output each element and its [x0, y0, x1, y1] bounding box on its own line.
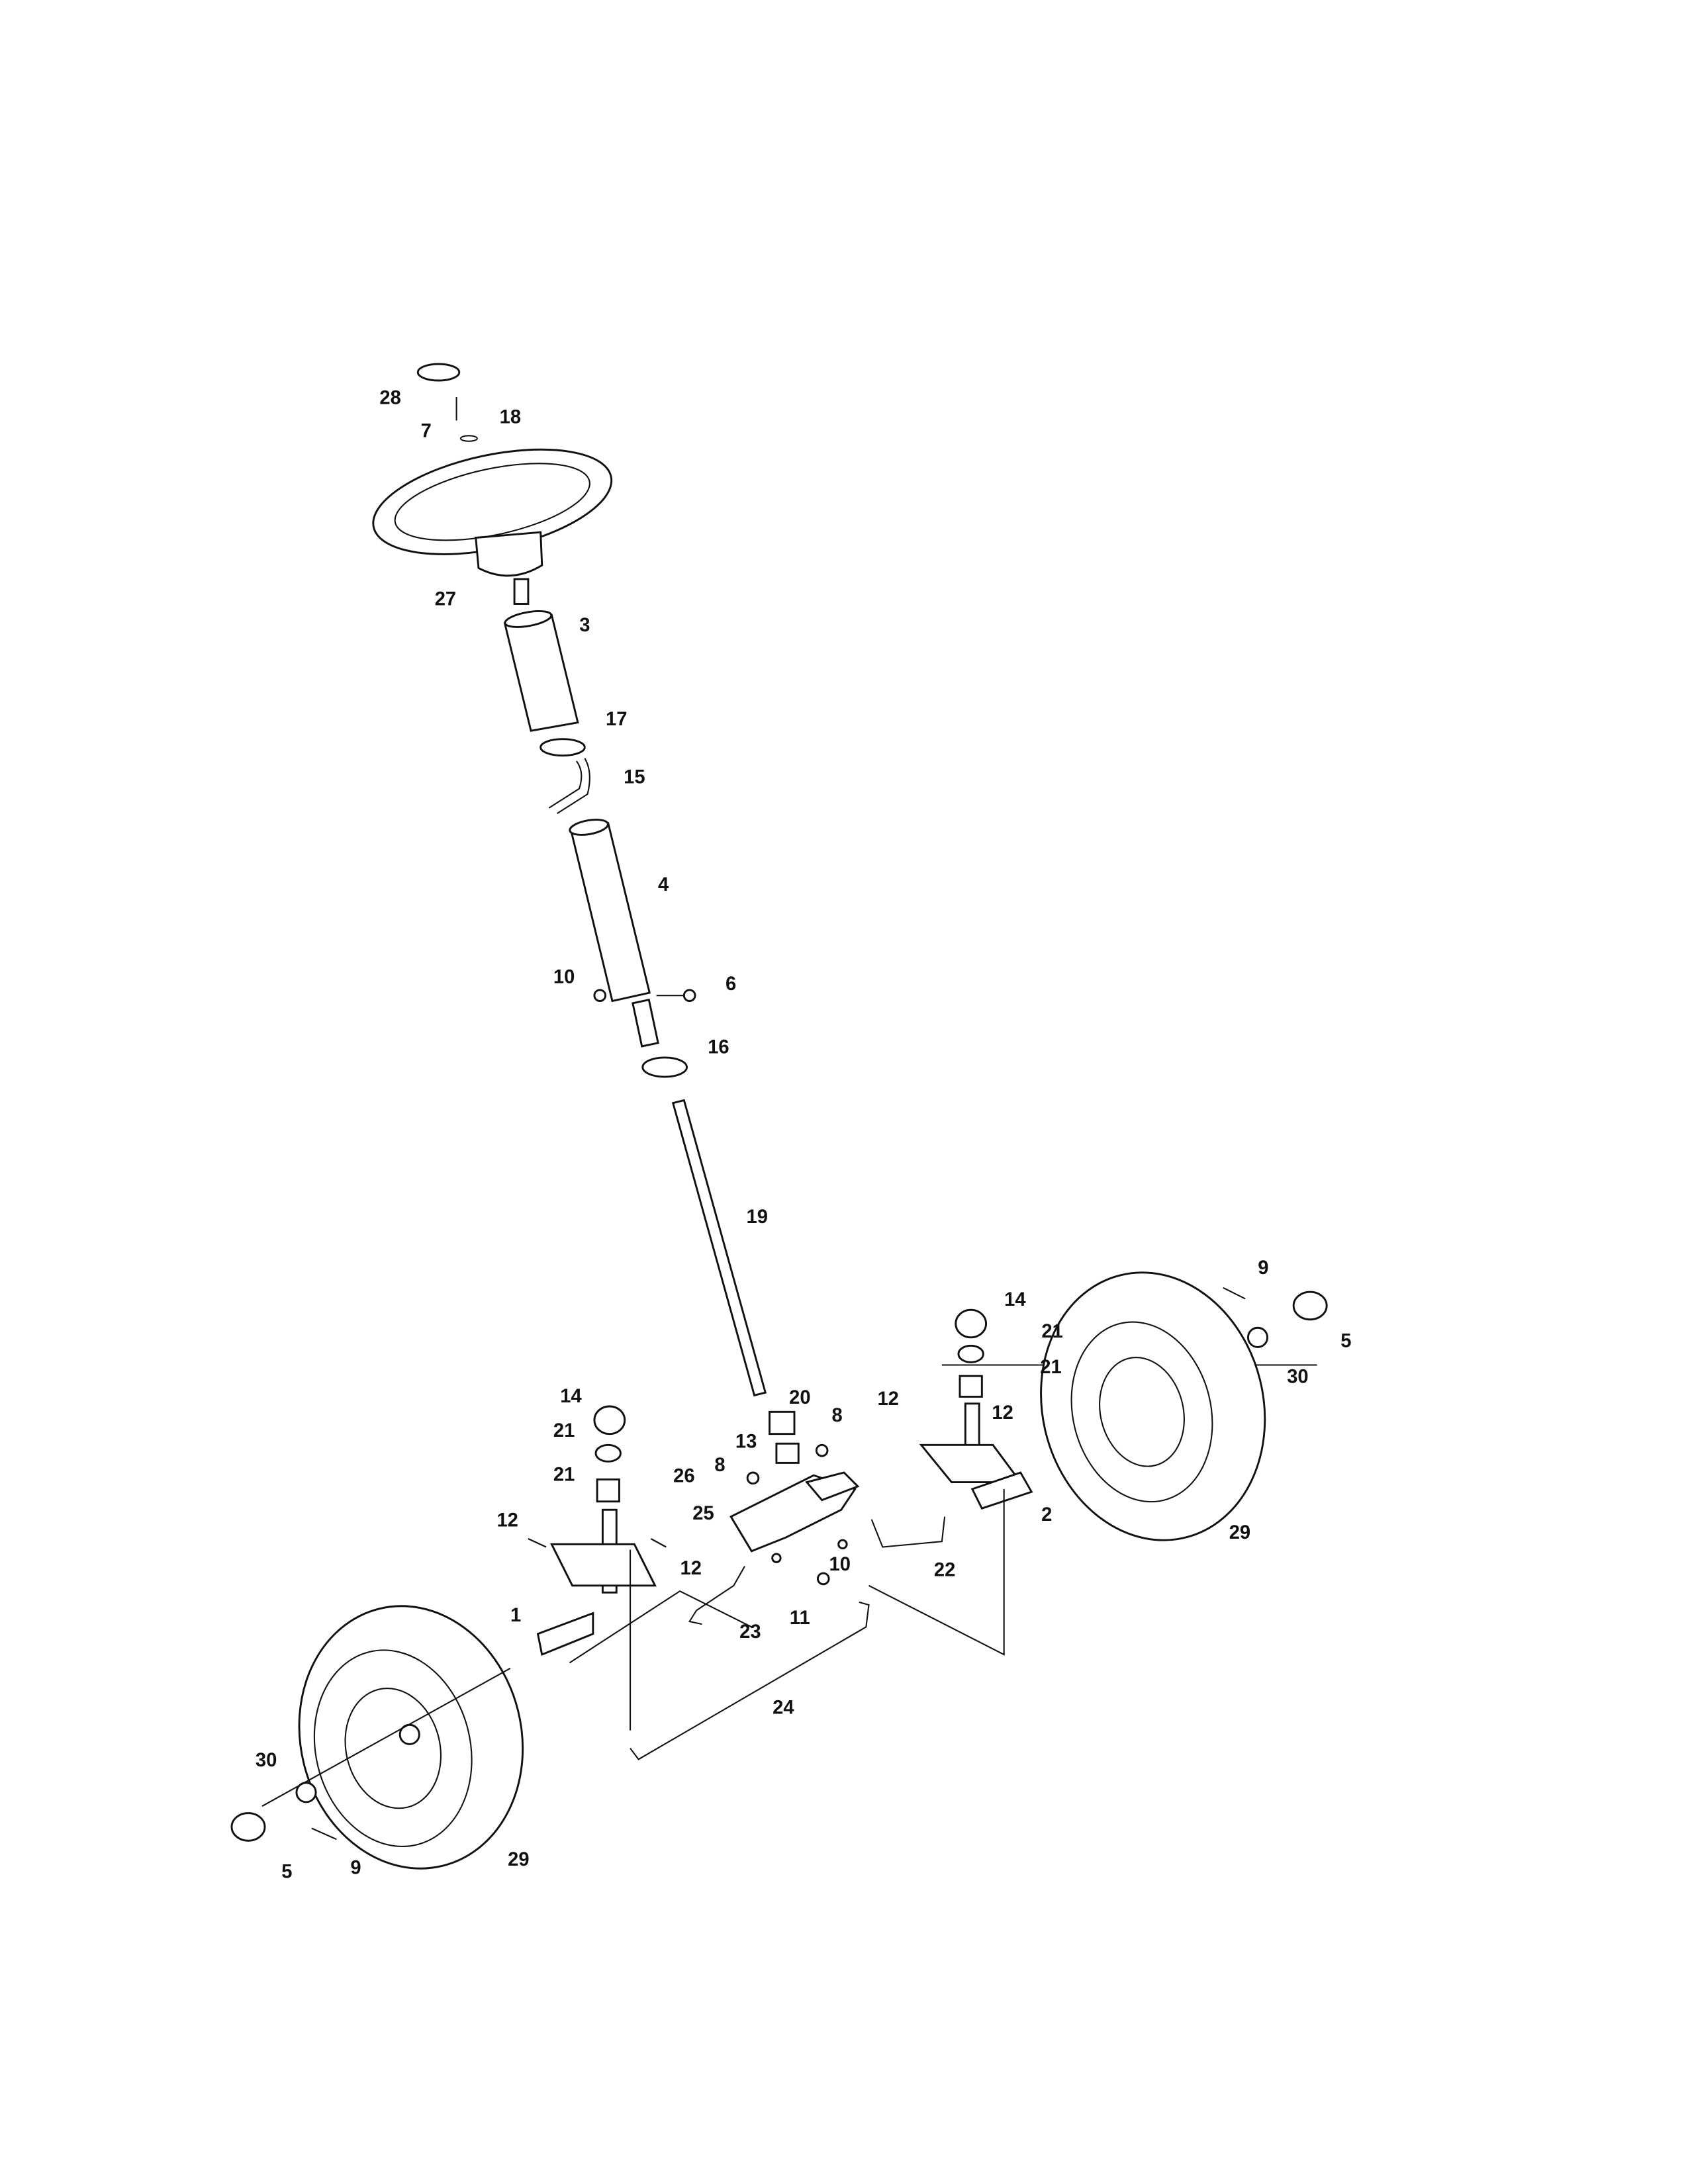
callout-30: 30: [1287, 1367, 1308, 1388]
callout-21: 21: [553, 1420, 575, 1441]
callout-14: 14: [1004, 1289, 1026, 1310]
callout-4: 4: [658, 874, 669, 895]
callout-8: 8: [714, 1455, 725, 1476]
callout-5: 5: [1340, 1330, 1351, 1351]
callout-30: 30: [256, 1750, 277, 1771]
tie-rods: [569, 1364, 1317, 1760]
callout-20: 20: [789, 1387, 810, 1408]
callout-24: 24: [773, 1698, 794, 1719]
callout-5: 5: [281, 1862, 292, 1883]
callout-10: 10: [553, 966, 575, 987]
callout-7: 7: [421, 420, 432, 441]
steering-column-lower: [569, 819, 696, 1078]
callout-29: 29: [1229, 1522, 1250, 1543]
callout-17: 17: [606, 709, 627, 730]
left-spindle: [528, 1405, 667, 1657]
callout-13: 13: [735, 1432, 757, 1453]
right-spindle: [919, 1308, 1157, 1510]
callout-27: 27: [435, 589, 456, 610]
callout-21: 21: [1041, 1321, 1062, 1342]
callout-12: 12: [680, 1558, 702, 1579]
callout-11: 11: [790, 1608, 810, 1629]
callout-3: 3: [579, 615, 590, 636]
callout-12: 12: [496, 1510, 518, 1531]
callout-1: 1: [510, 1605, 521, 1626]
callout-9: 9: [350, 1857, 361, 1878]
callout-9: 9: [1258, 1257, 1268, 1279]
callout-25: 25: [692, 1503, 714, 1524]
callout-18: 18: [500, 407, 521, 428]
callout-16: 16: [708, 1037, 729, 1058]
steering-bracket: [729, 1443, 860, 1586]
callout-2: 2: [1041, 1504, 1052, 1525]
right-wheel: [1040, 1271, 1328, 1541]
callout-22: 22: [934, 1559, 955, 1580]
callout-8: 8: [831, 1405, 842, 1426]
callout-15: 15: [624, 766, 645, 788]
callout-14: 14: [560, 1386, 582, 1407]
steering-column-upper: [503, 610, 590, 815]
callout-19: 19: [747, 1206, 768, 1228]
steering-shaft: [671, 1099, 800, 1464]
callout-labels: 28 7 18 27 3 17 15 4 10 6 16 19 9 14 21 …: [256, 387, 1352, 1882]
steering-wheel: [372, 363, 613, 605]
callout-10: 10: [829, 1554, 851, 1575]
callout-28: 28: [379, 387, 400, 408]
callout-12: 12: [992, 1402, 1013, 1424]
callout-12: 12: [877, 1388, 898, 1410]
callout-29: 29: [508, 1849, 529, 1870]
callout-26: 26: [673, 1466, 694, 1487]
left-wheel: [230, 1605, 524, 1870]
callout-23: 23: [739, 1621, 761, 1643]
callout-21: 21: [1040, 1357, 1061, 1378]
callout-6: 6: [726, 974, 736, 995]
callout-21: 21: [553, 1465, 575, 1486]
